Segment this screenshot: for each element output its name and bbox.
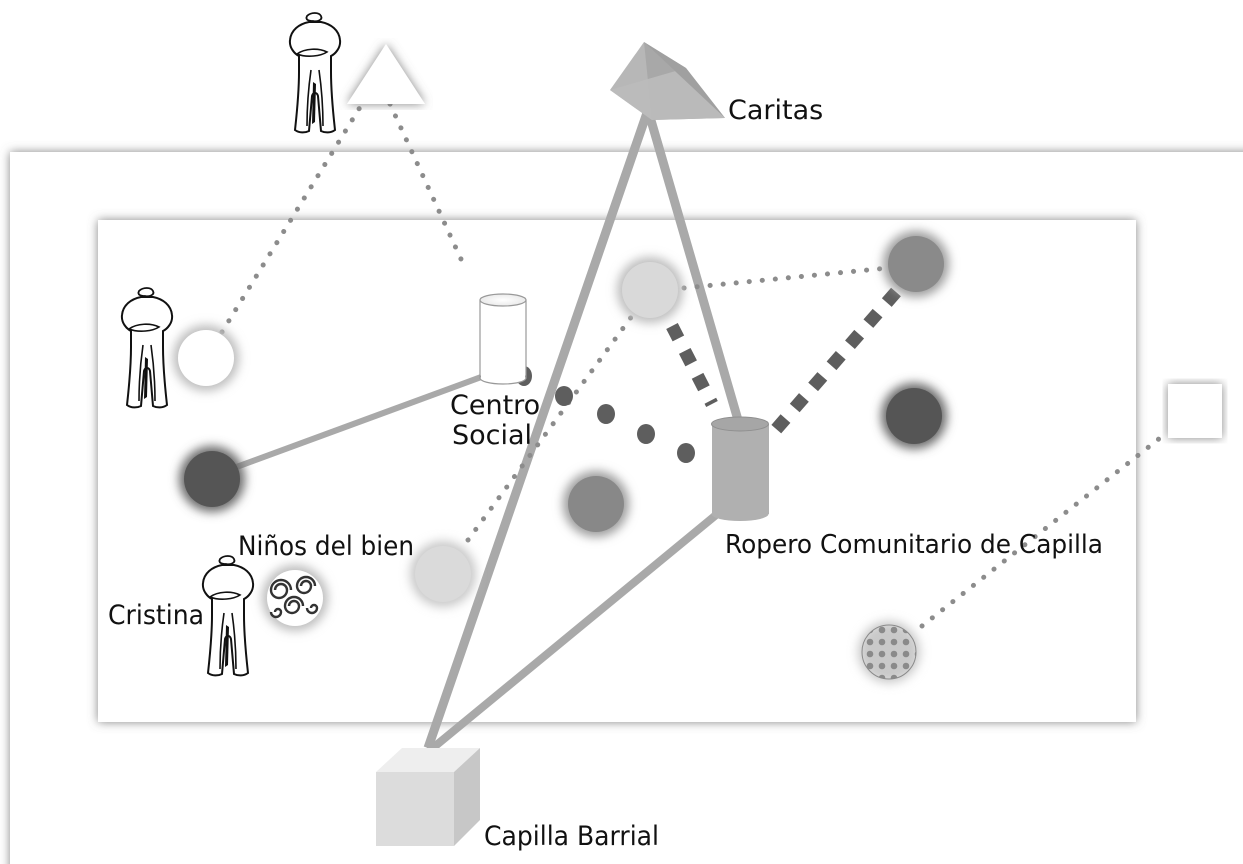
link-triangle-centro [387,101,469,273]
link-triangle-white-circle [219,101,365,335]
grey-pyramid-icon [610,42,725,120]
link-caritas-ropero [643,108,743,422]
node-dark-grey-right [886,388,942,444]
label-capilla-barrial: Capilla Barrial [484,821,659,852]
label-ropero: Ropero Comunitario de Capilla [725,530,1103,560]
circle-nodes [173,231,949,683]
link-capilla-caritas [423,108,653,750]
heavy-dashed-links [516,287,901,463]
cylinder-icon [711,416,769,521]
label-centro-social-line1: Centro [450,390,540,421]
link-centro-dark-node [210,373,486,479]
link-light-circle-grey-node [681,265,891,291]
dotted-links [219,101,1163,629]
node-dark-grey-left [184,451,240,507]
cylinder-icon [479,293,527,385]
link-dotted-circle-square [919,435,1163,629]
dash-ellipse [637,424,655,444]
dash-ellipse [597,404,615,424]
white-triangle-icon [347,44,425,104]
node-ninos-del-bien [415,546,471,602]
node-mid-grey-center [568,476,624,532]
link-capilla-ropero [425,511,719,756]
dotted-circle-icon [861,624,917,680]
label-ninos-del-bien: Niños del bien [238,531,414,562]
node-light-circle-top [622,262,678,318]
white-square-icon [1168,384,1222,438]
label-caritas: Caritas [728,95,823,126]
label-centro-social-line2: Social [452,420,532,451]
spiral-texture-circle-icon [262,565,328,631]
node-white-circle-left [178,330,234,386]
dash-ellipse [677,443,695,463]
label-cristina: Cristina [108,600,204,631]
dash-ellipse [555,386,573,406]
link-grey-node-ropero [767,287,901,439]
cube-icon [376,748,480,846]
person-figure-icon [288,12,342,134]
node-mid-grey-top-right [888,236,944,292]
inner-frame [98,220,1136,722]
